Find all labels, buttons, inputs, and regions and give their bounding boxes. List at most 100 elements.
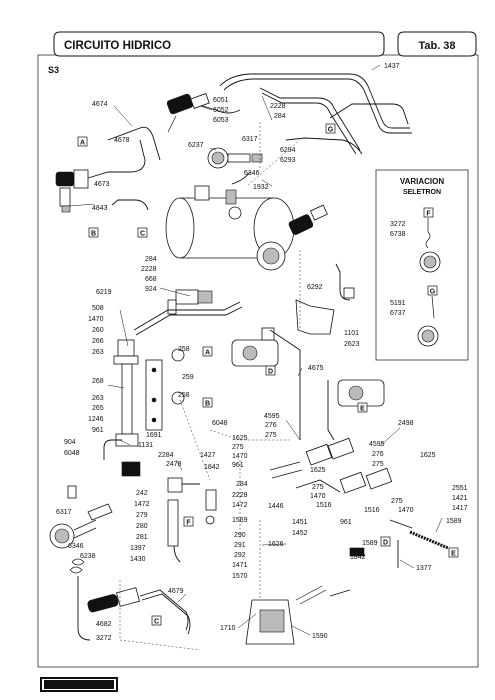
svg-text:284: 284	[145, 256, 157, 263]
variation-subtitle: SELETRON	[403, 189, 441, 196]
svg-text:6051: 6051	[213, 97, 229, 104]
variation-gauges	[417, 218, 441, 347]
svg-text:1397: 1397	[130, 545, 146, 552]
valve-1932	[288, 204, 328, 235]
svg-text:6052: 6052	[213, 107, 229, 114]
svg-text:961: 961	[92, 427, 104, 434]
svg-text:275: 275	[312, 484, 324, 491]
svg-text:1427: 1427	[200, 452, 216, 459]
svg-text:6738: 6738	[390, 231, 406, 238]
svg-text:6317: 6317	[56, 509, 72, 516]
svg-text:508: 508	[92, 305, 104, 312]
block-1101	[295, 263, 355, 335]
svg-text:3272: 3272	[96, 635, 112, 642]
svg-text:266: 266	[92, 338, 104, 345]
svg-text:2478: 2478	[166, 461, 182, 468]
svg-text:284: 284	[274, 113, 286, 120]
svg-text:2228: 2228	[232, 492, 248, 499]
svg-text:260: 260	[92, 327, 104, 334]
svg-text:6346: 6346	[68, 543, 84, 550]
svg-text:1470: 1470	[398, 507, 414, 514]
svg-text:1710: 1710	[220, 625, 236, 632]
top-pipes-1437	[195, 73, 412, 185]
svg-text:6048: 6048	[212, 420, 228, 427]
svg-text:B: B	[91, 231, 96, 238]
svg-text:6293: 6293	[280, 157, 296, 164]
svg-text:1131: 1131	[138, 442, 153, 449]
svg-text:E: E	[451, 551, 456, 558]
svg-text:1569: 1569	[232, 517, 248, 524]
svg-text:F: F	[426, 211, 431, 218]
gauge-6237	[207, 147, 263, 169]
svg-text:1589: 1589	[362, 540, 378, 547]
svg-text:2498: 2498	[398, 420, 414, 427]
svg-text:F: F	[186, 520, 191, 527]
svg-text:1452: 1452	[292, 530, 308, 537]
svg-text:1377: 1377	[416, 565, 432, 572]
svg-text:1470: 1470	[88, 316, 104, 323]
svg-text:265: 265	[92, 405, 104, 412]
svg-text:6346: 6346	[244, 170, 260, 177]
svg-text:6238: 6238	[80, 553, 96, 560]
svg-text:D: D	[383, 540, 388, 547]
svg-text:276: 276	[265, 422, 277, 429]
svg-text:1246: 1246	[88, 416, 104, 423]
svg-text:1446: 1446	[268, 503, 284, 510]
svg-text:1451: 1451	[292, 519, 308, 526]
svg-text:1625: 1625	[232, 435, 248, 442]
valve-924	[133, 289, 243, 336]
svg-text:4595: 4595	[369, 441, 385, 448]
level-column	[113, 339, 185, 447]
svg-text:1437: 1437	[384, 63, 400, 70]
svg-text:1430: 1430	[130, 556, 146, 563]
tank-1710	[245, 585, 351, 645]
svg-text:292: 292	[234, 552, 246, 559]
solenoid-group	[269, 437, 393, 494]
svg-text:3272: 3272	[390, 221, 406, 228]
svg-text:668: 668	[145, 276, 157, 283]
svg-text:291: 291	[234, 542, 246, 549]
svg-text:1470: 1470	[310, 493, 326, 500]
svg-text:290: 290	[234, 532, 246, 539]
svg-text:1472: 1472	[232, 502, 248, 509]
valve-4673	[55, 126, 161, 213]
gauge-6346	[49, 503, 113, 549]
svg-text:4678: 4678	[114, 137, 130, 144]
svg-text:284: 284	[236, 481, 248, 488]
svg-text:924: 924	[145, 286, 157, 293]
brand-logo	[40, 677, 118, 692]
letter-markers: A B C G F G A B D E F D E C	[77, 123, 459, 626]
svg-text:4682: 4682	[96, 621, 112, 628]
svg-text:6737: 6737	[390, 310, 406, 317]
svg-text:C: C	[154, 619, 159, 626]
svg-text:259: 259	[182, 374, 194, 381]
pump-E	[337, 379, 385, 407]
svg-text:1570: 1570	[232, 573, 248, 580]
svg-text:6292: 6292	[307, 284, 323, 291]
label-leaders	[69, 64, 443, 636]
svg-text:C: C	[140, 231, 145, 238]
svg-text:263: 263	[92, 395, 104, 402]
pump-D	[231, 327, 279, 367]
svg-text:263: 263	[92, 349, 104, 356]
svg-text:2228: 2228	[141, 266, 157, 273]
svg-text:904: 904	[64, 439, 76, 446]
svg-text:258: 258	[178, 346, 190, 353]
svg-text:2228: 2228	[270, 103, 286, 110]
svg-text:4843: 4843	[92, 205, 108, 212]
svg-text:5191: 5191	[390, 300, 406, 307]
variation-title: VARIACION	[400, 177, 445, 186]
svg-text:E: E	[360, 406, 365, 413]
svg-text:6294: 6294	[280, 147, 296, 154]
svg-text:961: 961	[232, 462, 244, 469]
svg-text:1842: 1842	[350, 554, 366, 561]
title-box	[53, 31, 385, 57]
variation-box	[375, 169, 469, 361]
pipe-4675-b	[327, 380, 335, 441]
svg-text:G: G	[328, 127, 334, 134]
svg-text:1472: 1472	[134, 501, 150, 508]
svg-text:2551: 2551	[452, 485, 468, 492]
svg-text:1516: 1516	[364, 507, 380, 514]
svg-text:6317: 6317	[242, 136, 258, 143]
